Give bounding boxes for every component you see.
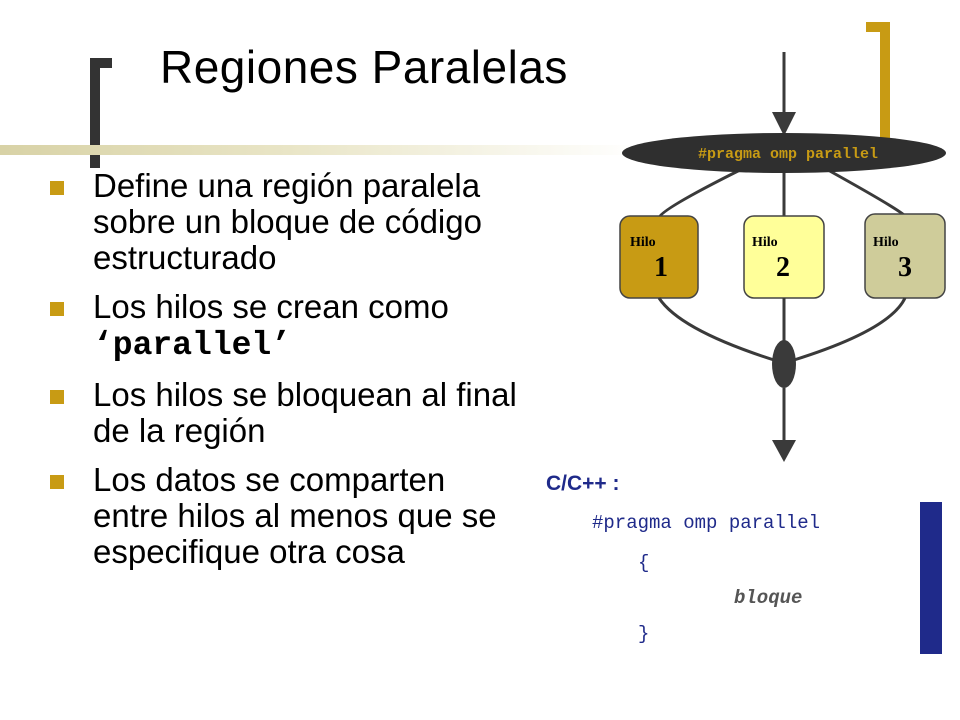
fork-line-3 [827,168,907,218]
left-bracket-cap [90,58,112,68]
right-bracket-cap [866,22,890,32]
fork-line-1 [657,168,741,219]
code-line-bloque: bloque [734,587,803,609]
bullet-text: Los hilos se crean como [93,288,449,325]
bullet-square-icon [50,390,64,404]
bullet-item: Los datos se comparten entre hilos al me… [48,462,518,570]
code-line-pragma: #pragma omp parallel [592,512,821,534]
title-rule [0,145,640,155]
bullet-item: Los hilos se crean como ‘parallel’ [48,289,518,364]
bullet-square-icon [50,475,64,489]
code-language-label: C/C++ : [546,472,620,495]
thread-3-number: 3 [898,252,912,283]
pragma-label: #pragma omp parallel [697,146,879,163]
code-line-open-brace: { [638,552,650,574]
join-line-1 [657,297,775,362]
bullet-square-icon [50,181,64,195]
bullet-item: Los hilos se bloquean al final de la reg… [48,377,518,449]
bullet-code: ‘parallel’ [93,327,292,364]
bullet-text: Los datos se comparten entre hilos al me… [93,461,497,570]
slide-title: Regiones Paralelas [160,41,568,93]
bullet-list: Define una región paralela sobre un bloq… [48,168,518,583]
code-line-close-brace: } [638,623,650,645]
right-bracket-bar [880,22,890,140]
thread-2-number: 2 [776,252,790,283]
thread-1-number: 1 [654,252,668,283]
bullet-text: Los hilos se bloquean al final de la reg… [93,376,517,449]
thread-3-label: Hilo [873,235,899,250]
incoming-arrowhead-icon [772,112,796,136]
left-bracket-bar [90,58,100,168]
join-ellipse [772,340,796,388]
thread-2-label: Hilo [752,235,778,250]
bullet-text: Define una región paralela sobre un bloq… [93,167,482,276]
bullet-item: Define una región paralela sobre un bloq… [48,168,518,276]
join-line-3 [793,297,907,362]
thread-1-label: Hilo [630,235,656,250]
code-bracket-bar [920,502,942,654]
pragma-ellipse [622,133,946,173]
bullet-square-icon [50,302,64,316]
outgoing-arrowhead-icon [772,440,796,462]
